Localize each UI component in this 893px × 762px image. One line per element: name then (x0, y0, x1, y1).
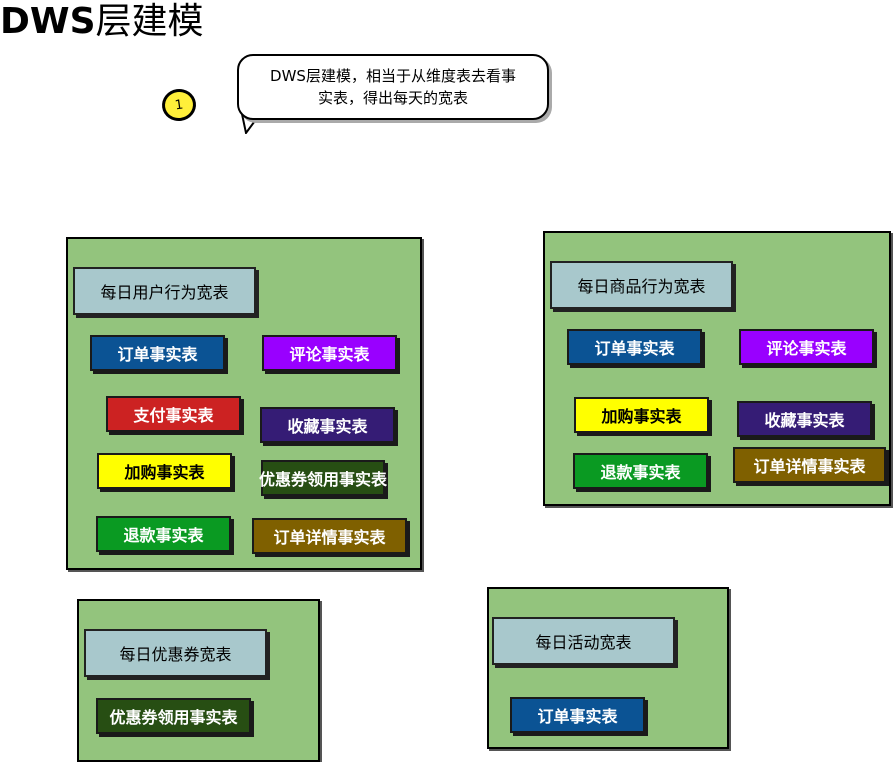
page-title: DWS层建模 (0, 0, 204, 44)
fact-chip-comment: 评论事实表 (739, 329, 874, 365)
page-title-latin: DWS (0, 1, 96, 42)
fact-chip-cart: 加购事实表 (97, 453, 232, 489)
fact-chip-refund: 退款事实表 (573, 453, 708, 489)
fact-chip-order-detail: 订单详情事实表 (733, 447, 886, 483)
fact-chip-refund: 退款事实表 (96, 516, 231, 552)
group-header: 每日优惠券宽表 (84, 629, 267, 677)
group-header: 每日用户行为宽表 (73, 267, 256, 315)
fact-chip-order: 订单事实表 (510, 697, 645, 733)
group-header: 每日商品行为宽表 (550, 261, 733, 309)
fact-chip-favorite: 收藏事实表 (737, 401, 872, 437)
step-number-badge: 1 (159, 86, 199, 124)
fact-chip-order-detail: 订单详情事实表 (252, 518, 407, 554)
fact-chip-order: 订单事实表 (90, 335, 225, 371)
group-daily-product: 每日商品行为宽表 订单事实表 评论事实表 加购事实表 收藏事实表 退款事实表 订… (543, 231, 891, 506)
group-header: 每日活动宽表 (492, 617, 675, 665)
page-title-cjk: 层建模 (95, 1, 204, 42)
group-daily-user: 每日用户行为宽表 订单事实表 评论事实表 支付事实表 收藏事实表 加购事实表 优… (66, 237, 422, 570)
group-daily-activity: 每日活动宽表 订单事实表 (487, 587, 729, 749)
fact-chip-order: 订单事实表 (567, 329, 702, 365)
note-callout: DWS层建模，相当于从维度表去看事 实表，得出每天的宽表 (237, 54, 549, 120)
fact-chip-coupon-claim: 优惠券领用事实表 (259, 460, 387, 496)
fact-chip-favorite: 收藏事实表 (260, 407, 395, 443)
fact-chip-payment: 支付事实表 (106, 396, 241, 432)
note-text-line-2: 实表，得出每天的宽表 (317, 89, 468, 107)
fact-chip-comment: 评论事实表 (262, 335, 397, 371)
group-daily-coupon: 每日优惠券宽表 优惠券领用事实表 (77, 599, 320, 762)
note-text-line-1: DWS层建模，相当于从维度表去看事 (270, 67, 516, 85)
fact-chip-cart: 加购事实表 (574, 397, 709, 433)
fact-chip-coupon-claim: 优惠券领用事实表 (96, 698, 251, 734)
